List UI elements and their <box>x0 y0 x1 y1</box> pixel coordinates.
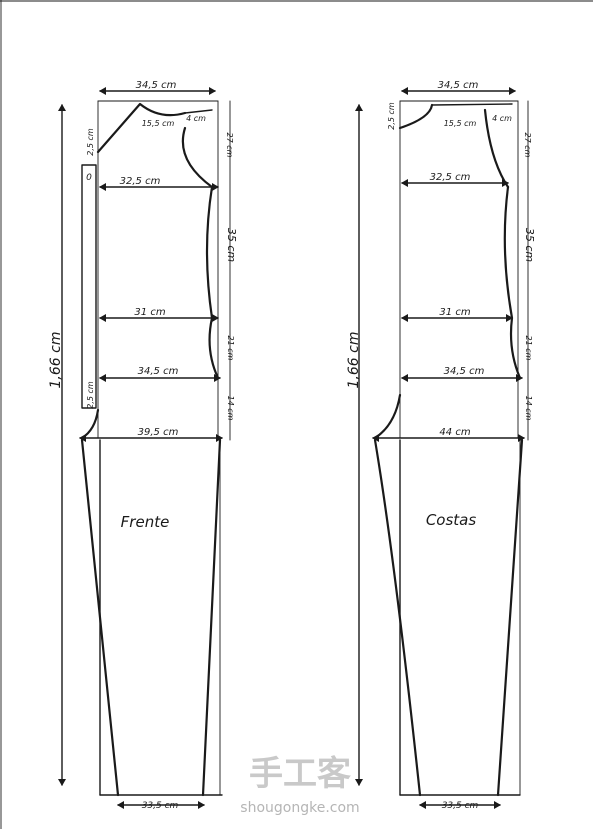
back-bust-width-label: 32,5 cm <box>430 172 471 183</box>
front-neck-width-label: 15,5 cm <box>142 119 175 128</box>
front-crotch-width-label: 39,5 cm <box>138 427 179 438</box>
back-hip-width-label: 34,5 cm <box>444 366 485 377</box>
watermark: 手工客 shougongke.com <box>240 754 359 816</box>
front-armhole <box>181 126 214 189</box>
back-crotch-width-label: 44 cm <box>439 427 470 438</box>
back-hip-to-crotch-label: 14 cm <box>524 396 533 421</box>
back-inseam <box>373 438 422 797</box>
back-outseam <box>496 438 524 797</box>
front-label: Frente <box>121 513 170 531</box>
back-shoulder-drop-label: 2,5 cm <box>387 102 396 130</box>
back-bust-to-waist-label: 35 cm <box>523 228 536 262</box>
front-crotch-curve <box>80 408 100 440</box>
front-top-width-label: 34,5 cm <box>136 80 177 91</box>
front-facing-mark: 0 <box>86 173 92 183</box>
front-waist-width-label: 31 cm <box>134 307 165 318</box>
front-total-length-label: 1,66 cm <box>48 332 64 389</box>
front-outseam <box>201 438 222 797</box>
back-waist-width-label: 31 cm <box>439 307 470 318</box>
front-neck-depth-label: 4 cm <box>186 114 206 123</box>
front-shoulder <box>184 109 213 114</box>
back-neckline <box>398 103 434 130</box>
back-label: Costas <box>426 511 477 529</box>
back-neck-width-label: 15,5 cm <box>444 119 477 128</box>
front-hem-width-label: 33,5 cm <box>142 801 179 811</box>
front-bust-to-waist-label: 35 cm <box>225 228 238 262</box>
front-facing-width-label: 2,5 cm <box>86 381 95 409</box>
front-facing-strip <box>81 164 97 409</box>
front-armhole-depth-label: 27 cm <box>225 133 234 158</box>
back-side-seam-upper <box>503 185 522 380</box>
back-waist-to-hip-label: 21 cm <box>524 336 533 361</box>
back-crotch-curve <box>373 393 402 440</box>
front-pattern-piece: 1,66 cm 34,5 cm 15,5 cm 4 cm 2,5 cm 27 c… <box>48 80 238 811</box>
front-side-seam-upper <box>205 185 220 380</box>
back-neck-depth-label: 4 cm <box>492 114 512 123</box>
front-hip-to-crotch-label: 14 cm <box>226 396 235 421</box>
back-total-length-label: 1,66 cm <box>346 332 362 389</box>
front-neckline <box>96 102 187 154</box>
back-armhole-depth-label: 27 cm <box>523 133 532 158</box>
front-hip-width-label: 34,5 cm <box>138 366 179 377</box>
watermark-chinese: 手工客 <box>249 754 351 794</box>
back-pattern-piece: 1,66 cm 34,5 cm 15,5 cm 4 cm 2,5 cm 27 c… <box>346 80 536 811</box>
back-hem-width-label: 33,5 cm <box>442 801 479 811</box>
front-waist-to-hip-label: 21 cm <box>226 336 235 361</box>
back-top-width-label: 34,5 cm <box>438 80 479 91</box>
front-bust-width-label: 32,5 cm <box>120 176 161 187</box>
back-shoulder <box>431 103 513 106</box>
watermark-site: shougongke.com <box>240 800 359 816</box>
front-shoulder-drop-label: 2,5 cm <box>86 128 95 156</box>
